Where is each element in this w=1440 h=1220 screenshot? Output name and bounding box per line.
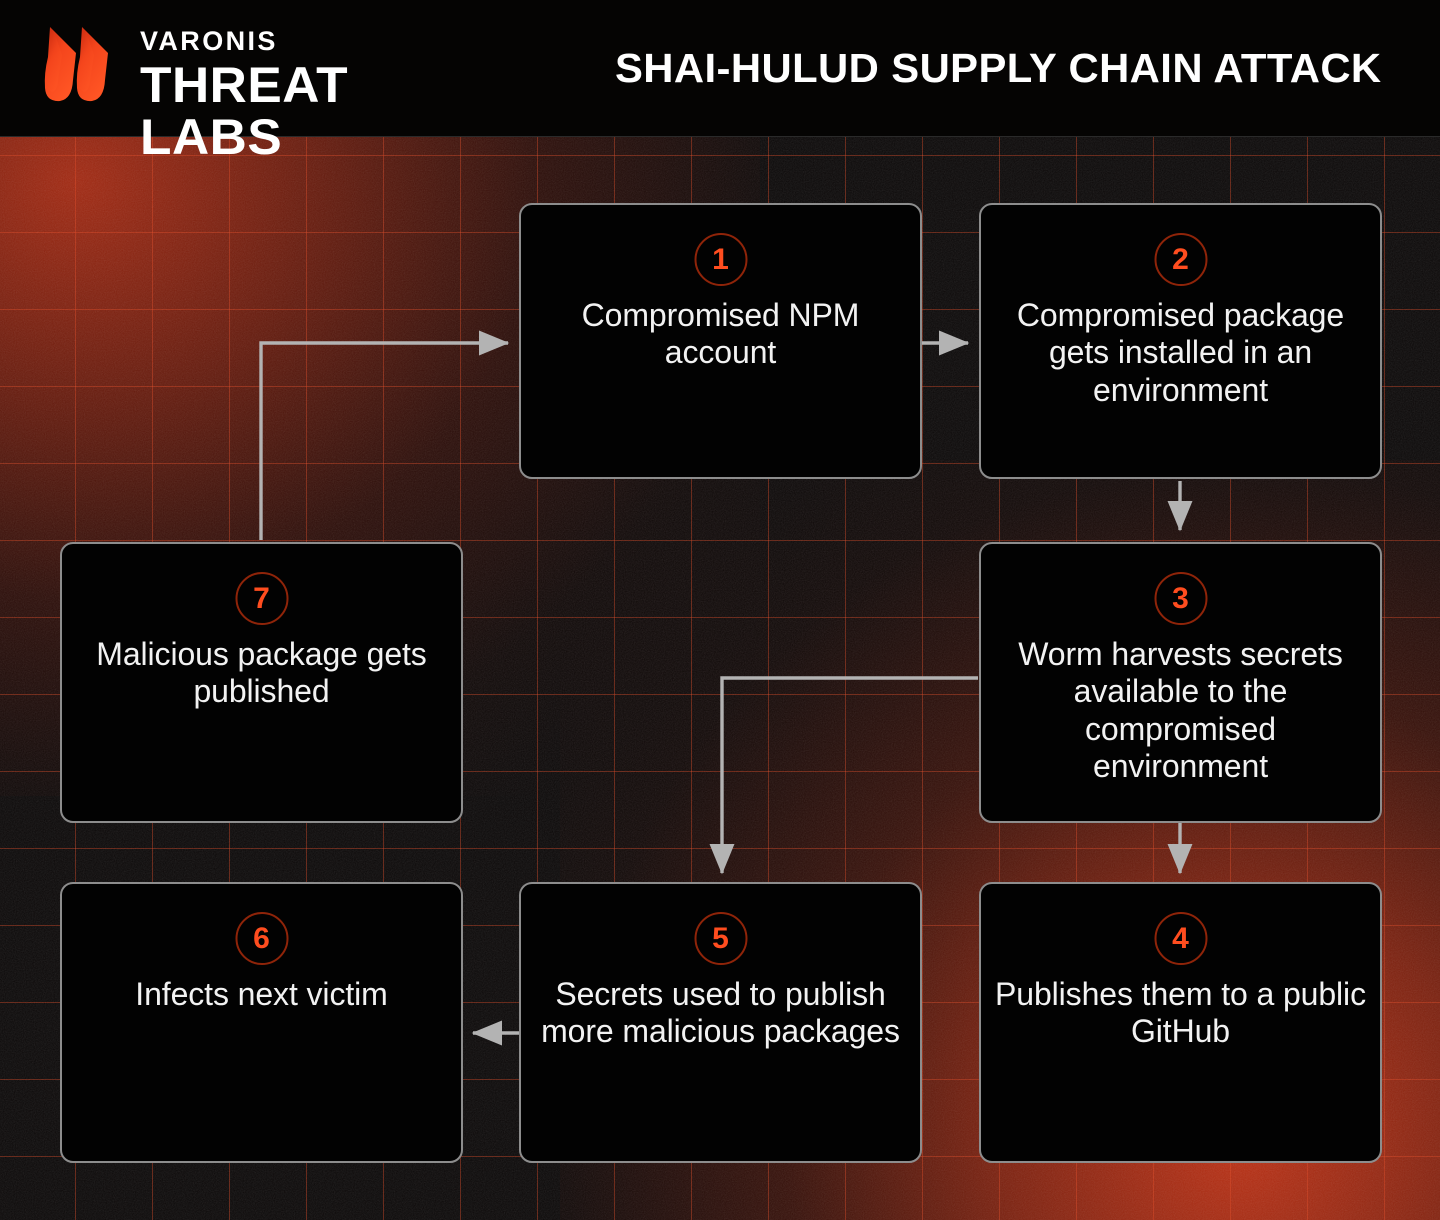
- flow-node-7[interactable]: 7 Malicious package gets published: [60, 542, 463, 823]
- brand-name-varonis: VARONIS: [140, 26, 278, 56]
- flow-node-label: Worm harvests secrets available to the c…: [1018, 636, 1343, 785]
- flow-node-label: Infects next victim: [135, 976, 388, 1012]
- page-title: SHAI-HULUD SUPPLY CHAIN ATTACK: [615, 44, 1382, 91]
- step-number-badge: 7: [235, 572, 288, 625]
- flow-node-3[interactable]: 3 Worm harvests secrets available to the…: [979, 542, 1382, 823]
- flow-node-label: Publishes them to a public GitHub: [995, 976, 1366, 1050]
- flow-node-2[interactable]: 2 Compromised package gets installed in …: [979, 203, 1382, 479]
- edge-7-to-1: [259, 330, 510, 540]
- step-number-badge: 6: [235, 912, 288, 965]
- flow-node-1[interactable]: 1 Compromised NPM account: [519, 203, 922, 479]
- logo-wordmark: VARONIS THREAT LABS: [140, 26, 440, 164]
- flow-node-6[interactable]: 6 Infects next victim: [60, 882, 463, 1163]
- flow-node-label: Malicious package gets published: [96, 636, 427, 710]
- flow-node-label: Compromised NPM account: [581, 297, 860, 371]
- varonis-threat-labs-logo: VARONIS THREAT LABS: [28, 22, 428, 163]
- varonis-comet-logo-icon: [44, 27, 108, 102]
- step-number-badge: 5: [694, 912, 747, 965]
- edge-3-to-5: [709, 676, 978, 875]
- step-number-badge: 3: [1154, 572, 1207, 625]
- flow-node-5[interactable]: 5 Secrets used to publish more malicious…: [519, 882, 922, 1163]
- step-number-badge: 1: [694, 233, 747, 286]
- step-number-badge: 2: [1154, 233, 1207, 286]
- flow-node-label: Compromised package gets installed in an…: [1016, 297, 1345, 408]
- page-header: VARONIS THREAT LABS SHAI-HULUD SUPPLY CH…: [0, 0, 1440, 163]
- flowchart: 1 Compromised NPM account 2 Compromised …: [0, 136, 1440, 1220]
- brand-name-threat-labs: THREAT LABS: [140, 57, 349, 165]
- flow-node-4[interactable]: 4 Publishes them to a public GitHub: [979, 882, 1382, 1163]
- flow-node-label: Secrets used to publish more malicious p…: [541, 976, 900, 1050]
- step-number-badge: 4: [1154, 912, 1207, 965]
